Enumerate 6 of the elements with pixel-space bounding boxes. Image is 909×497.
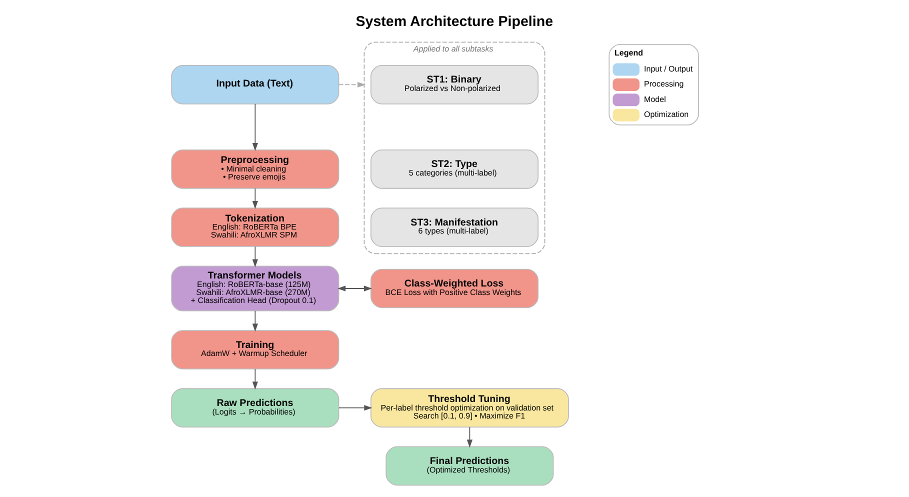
label: Legend	[614, 48, 644, 58]
diagram-title: System Architecture Pipeline	[356, 14, 554, 30]
legend-label: Model	[644, 94, 666, 104]
legend-label: Optimization	[644, 110, 689, 120]
legend-label: Processing	[644, 80, 684, 89]
legend-label: Input / Output	[644, 64, 693, 74]
